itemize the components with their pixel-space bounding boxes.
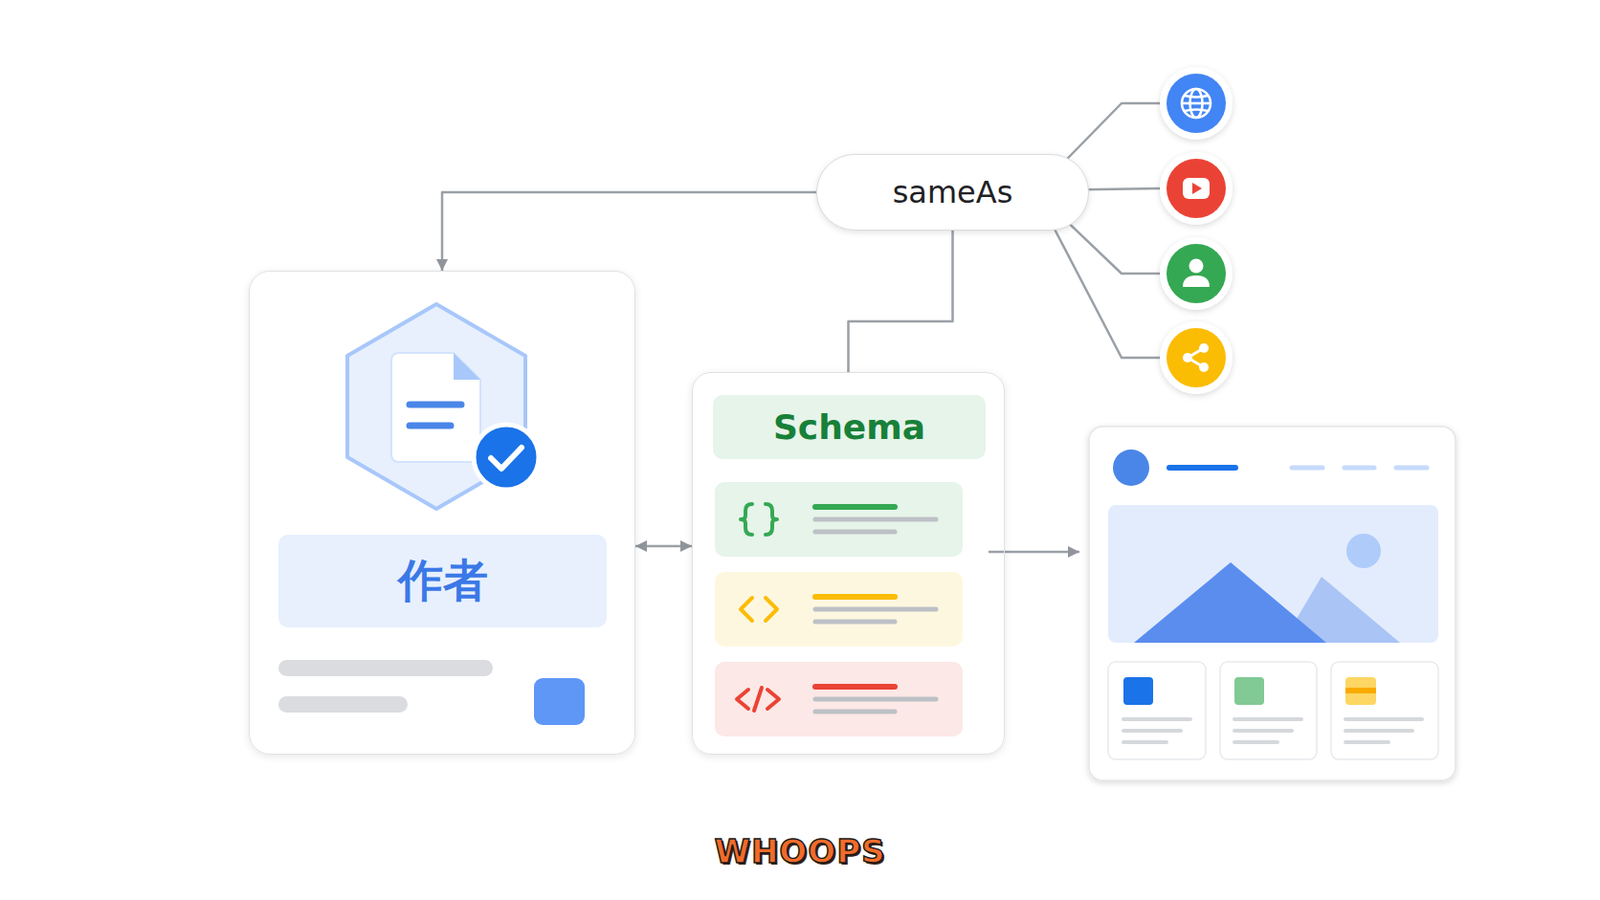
person-icon xyxy=(1159,237,1233,311)
node-label: 作者 xyxy=(278,534,607,628)
placeholder-bar xyxy=(278,660,493,677)
globe-icon-part-part xyxy=(1184,95,1208,98)
result-card-part xyxy=(1088,426,1456,781)
code-row xyxy=(714,572,963,647)
globe-icon-part xyxy=(1159,66,1233,140)
result-card-part-part xyxy=(1220,662,1317,760)
schema-panel: Schema xyxy=(691,372,1005,756)
result-card-part-part xyxy=(1123,717,1191,722)
share-icon-part-part xyxy=(1182,353,1193,363)
check-mark xyxy=(490,447,522,469)
result-card xyxy=(1088,426,1456,781)
code-line xyxy=(815,504,895,511)
output-arrow xyxy=(988,552,1080,554)
result-card-part-part xyxy=(1345,729,1413,734)
globe-icon xyxy=(1159,66,1233,140)
code-line xyxy=(815,710,895,715)
share-icon-part-part xyxy=(1199,362,1209,373)
result-card-part-part xyxy=(1108,662,1206,760)
connector xyxy=(848,230,954,373)
code-line xyxy=(815,697,936,703)
result-card-part xyxy=(1123,677,1154,706)
result-card-part-part xyxy=(1345,740,1389,745)
document-line xyxy=(409,401,462,409)
share-icon-part xyxy=(1182,343,1209,373)
placeholder-bar xyxy=(278,696,408,713)
share-icon-part-part xyxy=(1199,343,1209,354)
video-icon-part xyxy=(1192,182,1202,195)
result-card-part-part xyxy=(1291,466,1323,471)
result-card-part-part xyxy=(1123,740,1167,745)
sameas-pill: sameAs xyxy=(816,154,1089,231)
button-square xyxy=(533,678,585,726)
author-card: 作者 xyxy=(248,270,636,756)
watermark: WHOOPS xyxy=(713,832,886,871)
code-line xyxy=(815,607,936,613)
share-icon-part xyxy=(1159,321,1233,395)
code-row xyxy=(714,482,963,557)
code-symbol xyxy=(740,504,778,535)
result-card-part-part xyxy=(1234,717,1302,722)
link-lines xyxy=(1036,103,1161,358)
globe-icon-part xyxy=(1166,73,1226,134)
person-icon-part xyxy=(1166,244,1226,304)
globe-icon-part-part xyxy=(1181,102,1211,106)
document-icon xyxy=(391,353,481,463)
share-icon-part xyxy=(1166,328,1226,388)
node-illustration xyxy=(249,271,618,756)
result-card-part xyxy=(1112,449,1150,487)
result-card-part xyxy=(1345,688,1377,694)
video-icon-part xyxy=(1159,152,1233,225)
code-line xyxy=(815,530,895,535)
result-card-part xyxy=(1133,562,1327,644)
result-card-part xyxy=(1123,719,1423,743)
globe-icon-part-part xyxy=(1184,110,1208,112)
video-icon-part xyxy=(1182,177,1210,200)
result-card-part-part xyxy=(1234,740,1278,745)
result-card-part xyxy=(1346,533,1381,569)
code-symbol xyxy=(736,688,779,712)
result-card-part xyxy=(1108,505,1439,644)
result-card-part-part xyxy=(1234,729,1292,734)
video-icon-part xyxy=(1166,158,1226,219)
code-line xyxy=(815,684,895,690)
result-card-part xyxy=(1234,677,1265,706)
code-line xyxy=(815,620,895,625)
code-line xyxy=(815,517,936,523)
code-row xyxy=(714,662,963,737)
code-line xyxy=(815,594,895,600)
connector xyxy=(635,545,692,549)
check-badge xyxy=(473,424,539,490)
result-card-part-part xyxy=(1331,662,1439,760)
result-card-part xyxy=(1345,677,1377,706)
document-fold xyxy=(453,353,481,380)
person-icon-part xyxy=(1182,275,1210,288)
globe-icon-part-part xyxy=(1181,88,1211,118)
person-icon-part xyxy=(1189,259,1204,274)
result-card-part xyxy=(1169,465,1236,471)
share-icon xyxy=(1159,321,1233,395)
document-line xyxy=(409,422,451,430)
node-label: sameAs xyxy=(817,155,1089,230)
video-icon xyxy=(1159,152,1233,225)
code-symbol xyxy=(740,598,778,622)
result-card-part xyxy=(1291,466,1427,471)
output-arrow-part xyxy=(988,551,1080,555)
result-card-part-part xyxy=(1344,466,1375,471)
result-card-part-part xyxy=(1123,729,1181,734)
result-card-part-part xyxy=(1396,466,1427,471)
result-card-part-part xyxy=(1345,717,1423,722)
globe-icon-part xyxy=(1181,88,1211,118)
person-icon-part xyxy=(1159,237,1233,311)
result-card-part xyxy=(1108,662,1439,760)
node-label: Schema xyxy=(712,395,986,460)
connector xyxy=(442,192,817,271)
